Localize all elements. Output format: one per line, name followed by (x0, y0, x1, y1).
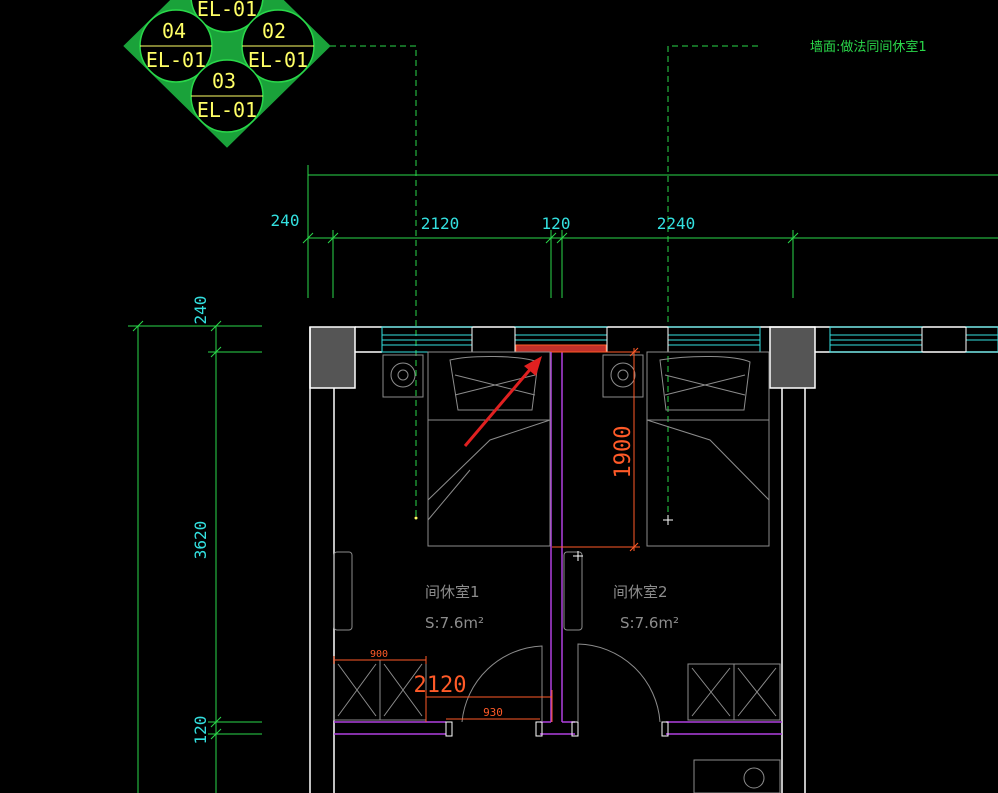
hatched-wall-segment (515, 344, 607, 353)
tag-top-code: EL-01 (197, 0, 257, 21)
furniture (333, 351, 781, 793)
tag-bottom-num: 03 (212, 69, 236, 93)
tag-circle-top (190, 0, 264, 33)
elevation-tag[interactable]: EL-01 04 EL-01 02 EL-01 03 EL-01 (123, 0, 331, 148)
horizontal-dimensions (302, 165, 998, 298)
leader-right (667, 45, 758, 518)
vertical-dimensions (128, 320, 262, 793)
dim-h-240: 240 (271, 211, 300, 230)
room-name-1: 间休室1 (425, 583, 480, 601)
dim-h-2120: 2120 (421, 214, 460, 233)
column-right (769, 326, 816, 389)
tag-leaders (330, 45, 758, 518)
door-jambs (445, 721, 669, 737)
tag-left-num: 04 (162, 19, 186, 43)
dim-v-120: 120 (191, 716, 210, 745)
nightstand-left (382, 354, 424, 398)
dim-h-2240: 2240 (657, 214, 696, 233)
dim-v-3620: 3620 (191, 521, 210, 560)
tag-bottom-code: EL-01 (197, 98, 257, 122)
red-dimension-labels: 1900 2120 900 930 (370, 426, 636, 719)
dim-h-120: 120 (542, 214, 571, 233)
dim-red-930: 930 (483, 706, 503, 719)
leader-left (330, 45, 417, 518)
room-area-1: S:7.6m² (425, 614, 484, 632)
room-area-2: S:7.6m² (620, 614, 679, 632)
door-swing-right (577, 643, 661, 723)
bed-right (646, 351, 770, 547)
tag-right-code: EL-01 (248, 48, 308, 72)
column-left (309, 326, 356, 389)
dim-red-2120: 2120 (414, 673, 467, 698)
snap-point (414, 516, 418, 520)
window-units (381, 326, 998, 353)
horizontal-dimension-labels: 240 2120 120 2240 (271, 211, 696, 233)
tag-left-code: EL-01 (146, 48, 206, 72)
vertical-dimension-labels: 240 3620 120 (191, 296, 210, 745)
wall-note: 墙面:做法同间休室1 (810, 39, 927, 55)
bed-left (427, 351, 551, 547)
tag-right-num: 02 (262, 19, 286, 43)
annotation-arrow (463, 356, 542, 447)
dim-red-1900: 1900 (611, 426, 636, 479)
dim-red-900: 900 (370, 649, 388, 660)
partition-walls (334, 352, 782, 735)
nightstand-right (602, 354, 644, 398)
door-swing-left (461, 645, 543, 723)
cursor-crosshair (573, 515, 673, 561)
dim-v-240: 240 (191, 296, 210, 325)
room-name-2: 间休室2 (613, 583, 668, 601)
red-dimensions (333, 347, 640, 722)
room-labels: 间休室1 S:7.6m² 间休室2 S:7.6m² (425, 583, 679, 632)
